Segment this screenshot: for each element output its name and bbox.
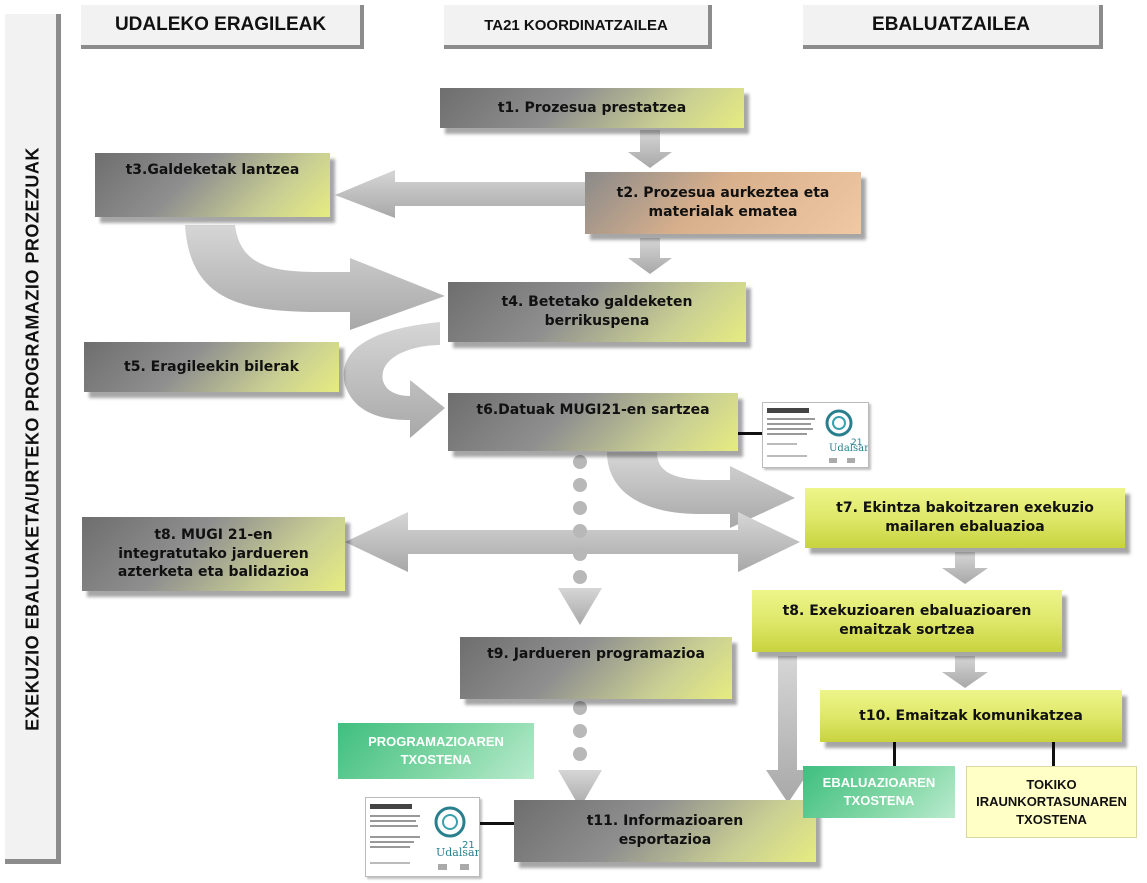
arrow-t2-t4 [628, 238, 672, 274]
arrow-t1-t2 [628, 130, 672, 168]
task-t10-label: t10. Emaitzak komunikatzea [859, 707, 1083, 724]
task-t4-line1: t4. Betetako galdeketen [501, 294, 693, 311]
arrow-t8-t10 [942, 656, 988, 688]
arrow-t6-t7 [607, 452, 795, 528]
arrow-t2-t3 [335, 170, 590, 218]
dots-t9-t11 [573, 701, 587, 761]
arrow-dots-t9 [558, 588, 602, 625]
arrow-t7-t8 [942, 552, 988, 584]
header-ebaluatzailea: EBALUATZAILEA [803, 5, 1103, 49]
task-t8-left-line2: integratutako jardueren [118, 545, 309, 562]
task-t2-label: t2. Prozesua aurkeztea eta materialak em… [617, 184, 830, 222]
task-t8-right-label: t8. Exekuzioaren ebaluazioaren emaitzak … [783, 602, 1032, 640]
arrow-t3-t4 [185, 225, 445, 330]
task-t9-label: t9. Jardueren programazioa [487, 646, 705, 662]
header-right-label: EBALUATZAILEA [872, 14, 1030, 35]
task-t5-label: t5. Eragileekin bilerak [124, 358, 299, 375]
mugi21-logo-icon: Udalsarea 21 [767, 408, 881, 463]
task-t1-label: t1. Prozesua prestatzea [497, 99, 687, 116]
task-t3-label: t3.Galdeketak lantzea [125, 162, 300, 178]
task-t3: t3.Galdeketak lantzea [95, 153, 330, 217]
task-t8-right: t8. Exekuzioaren ebaluazioaren emaitzak … [752, 590, 1062, 652]
report-programazioa-label: PROGRAMAZIOAREN TXOSTENA [368, 733, 504, 768]
report-programazioa: PROGRAMAZIOAREN TXOSTENA [338, 723, 534, 779]
task-t2-line2: materialak ematea [648, 204, 798, 220]
mugi21-logo-icon: Udalsarea 21 [370, 804, 493, 870]
report-tokiko-line1: TOKIKO [1026, 776, 1077, 792]
mugi21-thumbnail-bottom: Udalsarea 21 [365, 797, 493, 877]
dots-t6-t9 [573, 455, 587, 584]
task-t2-line1: t2. Prozesua aurkeztea eta [616, 185, 830, 202]
task-t6: t6.Datuak MUGI21-en sartzea [448, 393, 738, 451]
connector-t10-ebaluazioa [893, 742, 896, 766]
report-tokiko-label: TOKIKO IRAUNKORTASUNAREN TXOSTENA [976, 776, 1127, 829]
svg-text:21: 21 [462, 840, 475, 851]
arrow-t4-t6 [343, 322, 445, 438]
task-t11: t11. Informazioaren esportazioa [514, 800, 816, 862]
report-ebaluazioa-line1: EBALUAZIOAREN [822, 775, 936, 791]
header-ta21-koordinatzailea: TA21 KOORDINATZAILEA [444, 5, 712, 49]
task-t1: t1. Prozesua prestatzea [440, 88, 744, 128]
task-t2: t2. Prozesua aurkeztea eta materialak em… [585, 172, 861, 234]
task-t7-line1: t7. Ekintza bakoitzaren exekuzio [836, 500, 1094, 517]
task-t8-left-line3: azterketa eta balidazioa [117, 564, 310, 581]
report-tokiko-line2: IRAUNKORTASUNAREN [976, 794, 1127, 810]
report-tokiko-line3: TXOSTENA [1016, 811, 1087, 827]
svg-text:Udalsarea: Udalsarea [829, 443, 868, 454]
task-t8-left: t8. MUGI 21-en integratutako jardueren a… [82, 517, 345, 591]
task-t11-line2: esportazioa [618, 832, 712, 848]
task-t5: t5. Eragileekin bilerak [84, 342, 339, 392]
task-t8-left-label: t8. MUGI 21-en integratutako jardueren a… [118, 526, 309, 583]
header-left-label: UDALEKO ERAGILEAK [114, 14, 327, 35]
arrow-t8-t7-double [345, 512, 800, 572]
task-t4: t4. Betetako galdeketen berrikuspena [448, 282, 746, 342]
connector-t11-thumbnail [480, 822, 518, 825]
task-t9: t9. Jardueren programazioa [460, 637, 732, 699]
task-t4-label: t4. Betetako galdeketen berrikuspena [502, 293, 693, 331]
connector-t10-tokiko [1052, 742, 1055, 766]
task-t4-line2: berrikuspena [544, 313, 650, 329]
svg-text:21: 21 [851, 438, 862, 448]
report-programazioa-line1: PROGRAMAZIOAREN [368, 734, 504, 750]
report-ebaluazioa-line2: TXOSTENA [843, 793, 915, 808]
task-t8-left-line1: t8. MUGI 21-en [154, 526, 273, 543]
task-t7: t7. Ekintza bakoitzaren exekuzio mailare… [805, 488, 1125, 548]
mugi21-thumbnail-top: Udalsarea 21 [762, 402, 881, 468]
task-t8-right-line1: t8. Exekuzioaren ebaluazioaren [782, 603, 1032, 620]
connector-t6-thumbnail [712, 432, 764, 435]
arrow-t8-ebaluazioa [766, 656, 810, 803]
task-t11-line1: t11. Informazioaren [586, 813, 744, 830]
task-t7-label: t7. Ekintza bakoitzaren exekuzio mailare… [836, 499, 1094, 537]
task-t7-line2: mailaren ebaluazioa [885, 519, 1045, 535]
task-t10: t10. Emaitzak komunikatzea [820, 690, 1122, 742]
report-tokiko: TOKIKO IRAUNKORTASUNAREN TXOSTENA [966, 766, 1137, 838]
task-t11-label: t11. Informazioaren esportazioa [587, 812, 744, 850]
report-programazioa-line2: TXOSTENA [400, 752, 472, 767]
task-t6-label: t6.Datuak MUGI21-en sartzea [476, 402, 710, 418]
header-middle-label: TA21 KOORDINATZAILEA [484, 16, 668, 34]
side-title-panel [5, 14, 61, 864]
report-ebaluazioa-label: EBALUAZIOAREN TXOSTENA [823, 774, 936, 809]
report-ebaluazioa: EBALUAZIOAREN TXOSTENA [803, 766, 955, 818]
header-udaleko-eragileak: UDALEKO ERAGILEAK [81, 5, 364, 49]
task-t8-right-line2: emaitzak sortzea [839, 622, 975, 638]
arrow-dots-t11 [558, 770, 602, 808]
